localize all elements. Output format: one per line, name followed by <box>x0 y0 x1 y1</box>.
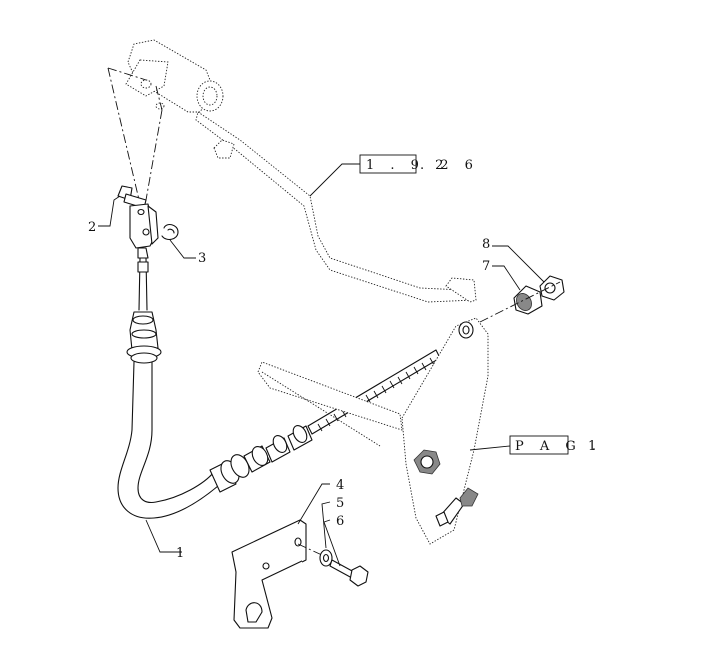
callout-4[interactable]: 4 <box>336 478 344 493</box>
clutch-pedal-assembly <box>125 39 477 303</box>
reference-box-suffix-text: . 2 6 <box>420 158 479 173</box>
reference-box-boxed-text: P A G . <box>515 439 602 454</box>
reference-box-frame <box>509 435 569 455</box>
callout-8[interactable]: 8 <box>482 237 490 252</box>
release-lever-plate <box>257 317 489 545</box>
pedal-alignment-lines <box>107 67 163 205</box>
retaining-clip <box>161 223 179 241</box>
bolt-axis-line <box>297 543 325 557</box>
callout-2[interactable]: 2 <box>88 220 96 235</box>
callout-7[interactable]: 7 <box>482 259 490 274</box>
callout-labels: 1 2 3 4 5 6 7 8 <box>88 220 490 561</box>
callout-1[interactable]: 1 <box>176 546 184 561</box>
leader-lines <box>98 163 545 567</box>
reference-box-suffix-text: 1 <box>588 439 602 454</box>
mounting-bracket <box>231 519 307 629</box>
cable-fork <box>129 203 159 259</box>
callout-6[interactable]: 6 <box>336 514 344 529</box>
nut-axis-line <box>479 281 561 323</box>
callout-5[interactable]: 5 <box>336 496 344 511</box>
bushing <box>513 285 543 315</box>
flat-washer <box>319 549 333 567</box>
reference-box-frame <box>359 154 417 174</box>
hex-bolt <box>329 559 369 587</box>
callout-3[interactable]: 3 <box>198 251 206 266</box>
reference-box-1-92-26[interactable]: 1 . 9 2 . 2 6 <box>359 154 479 174</box>
clutch-control-cable <box>117 257 441 519</box>
reference-box-pag-1[interactable]: P A G . 1 <box>509 435 602 455</box>
reference-box-boxed-text: 1 . 9 2 <box>366 158 449 173</box>
lock-nut <box>539 275 565 301</box>
